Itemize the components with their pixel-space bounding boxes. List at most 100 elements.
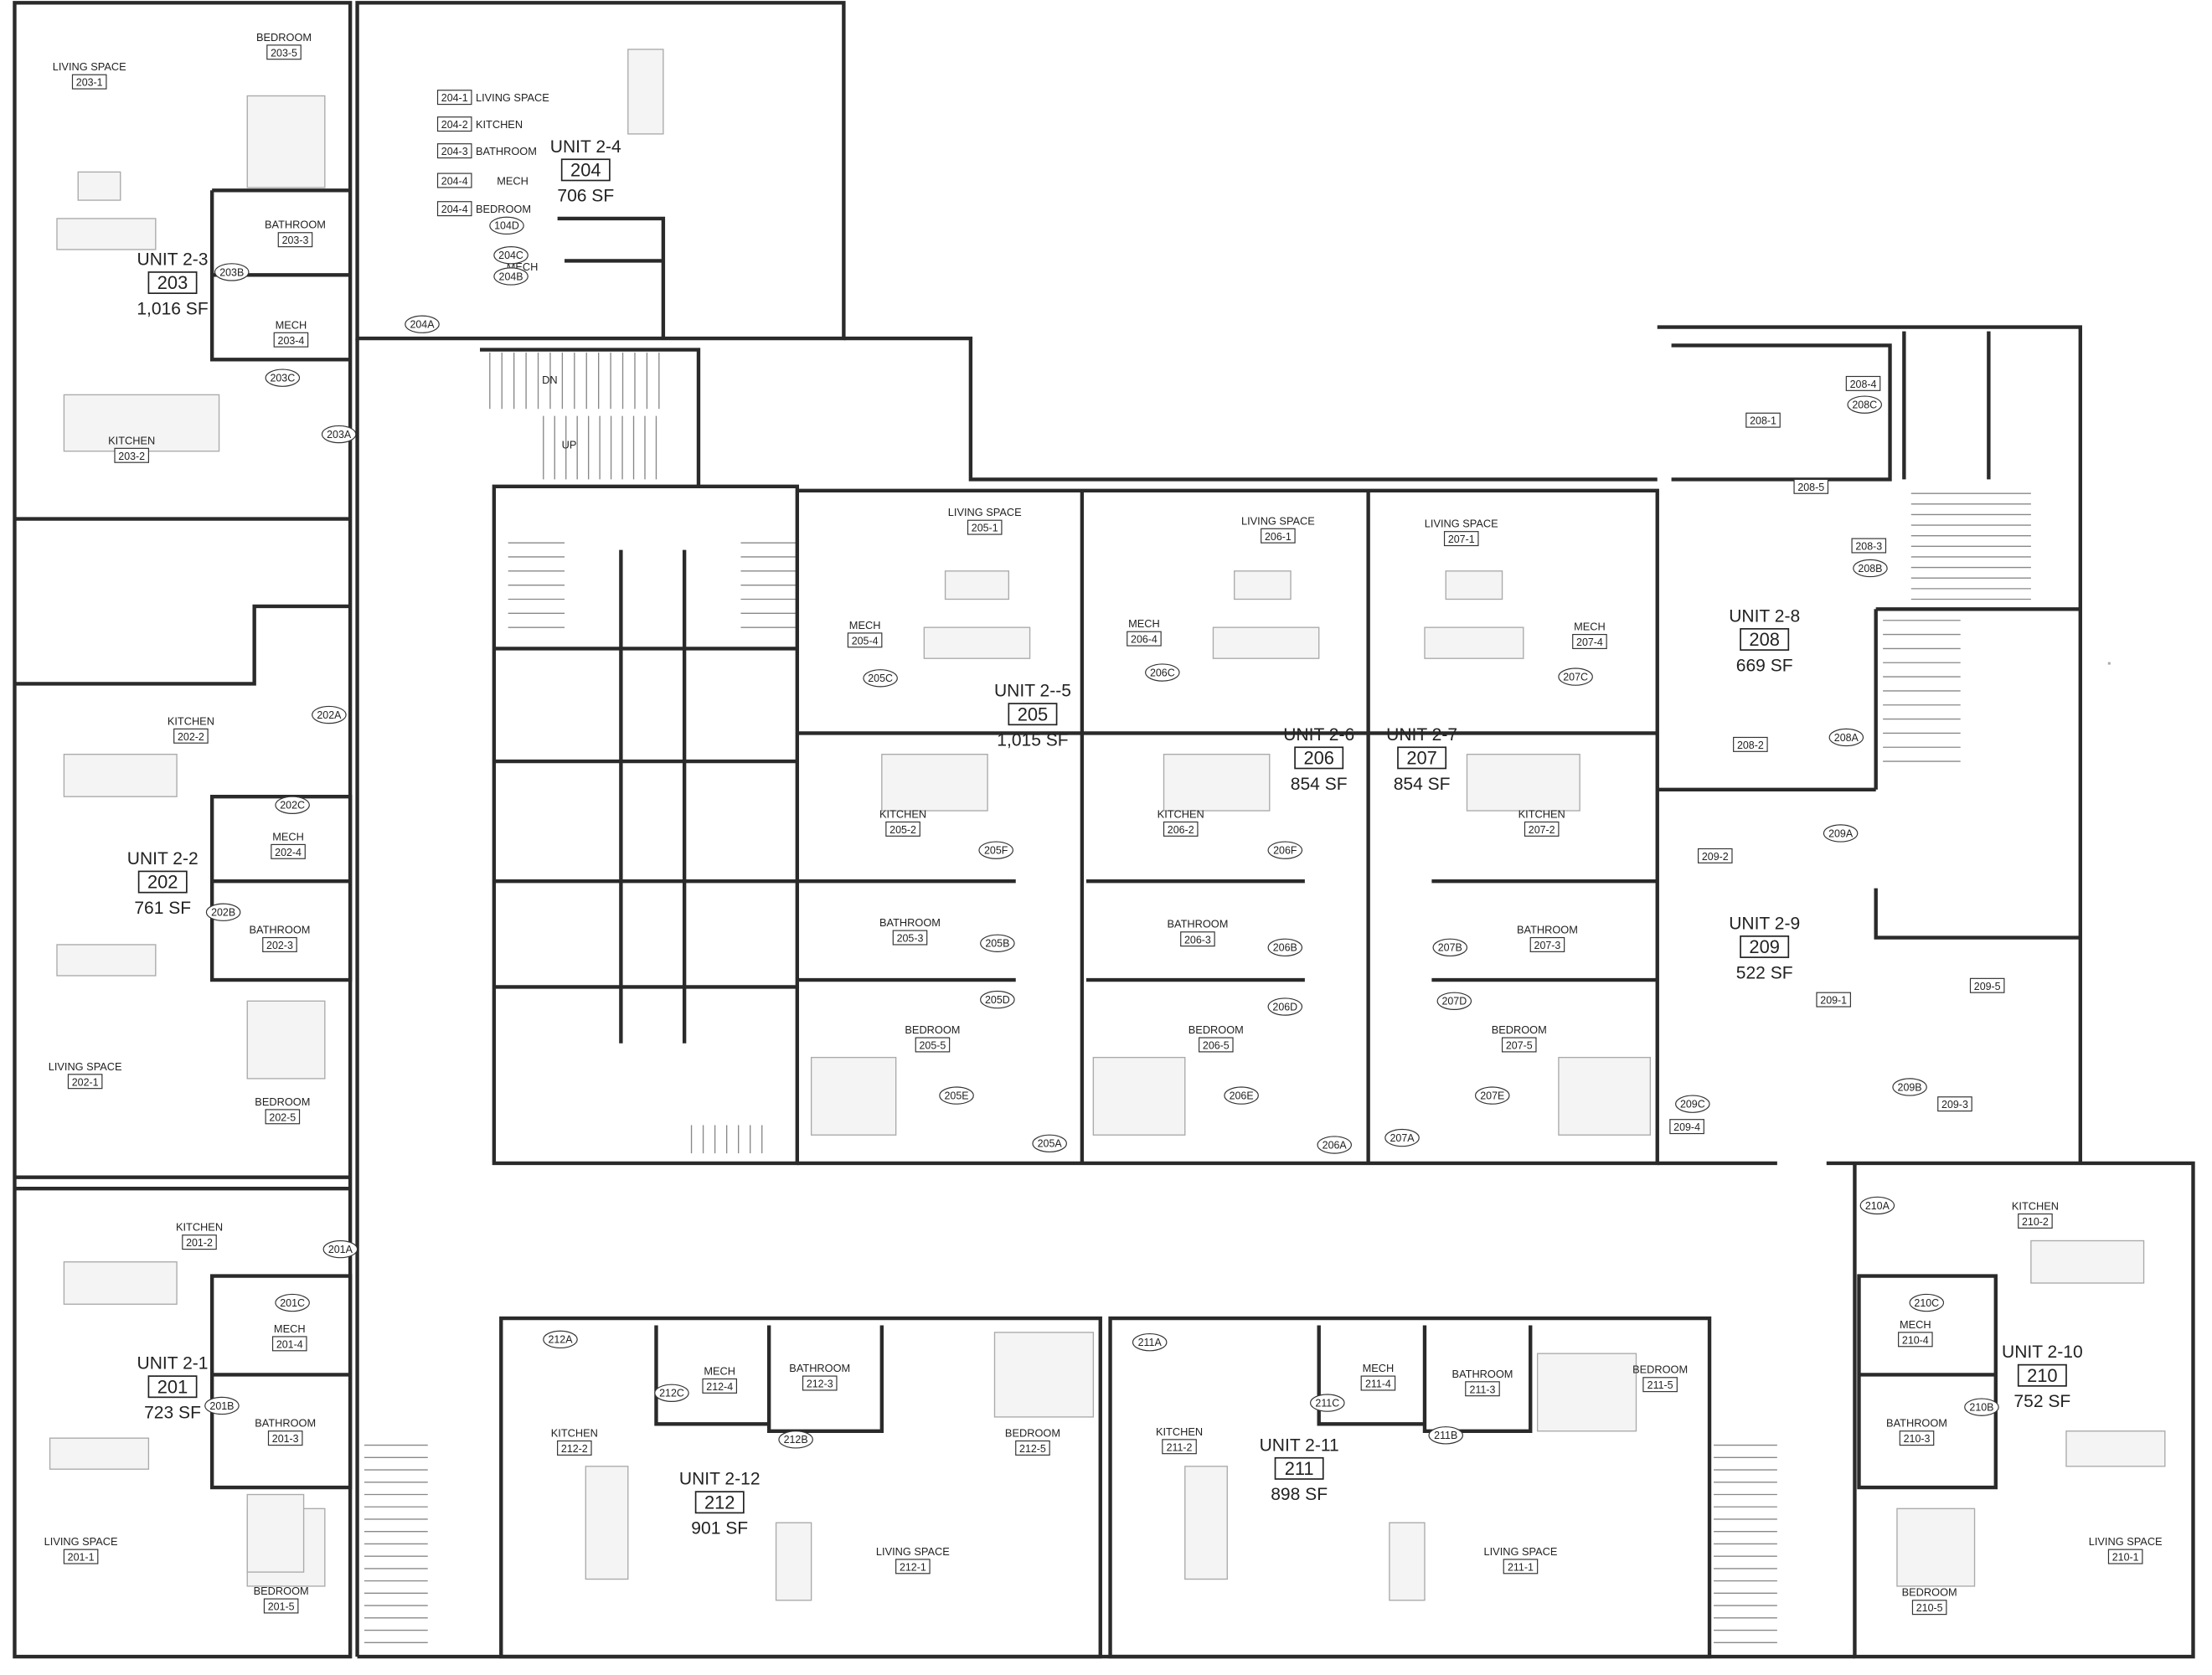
unit-number-box (1274, 1456, 1324, 1480)
unit-name: UNIT 2-4 (550, 137, 621, 157)
room-code-box (1199, 1037, 1234, 1053)
room-code-box (436, 201, 472, 217)
wall (13, 1, 353, 1659)
room-code: 206-4 (1131, 634, 1158, 646)
room-label: 208-4 (1845, 375, 1881, 391)
door-tag: 203A (321, 425, 357, 444)
door-tag-code: 205B (985, 938, 1009, 950)
stair-up-label: UP (562, 438, 577, 451)
unit-name: UNIT 2-7 (1386, 725, 1457, 745)
door-tag-code: 208C (1852, 399, 1877, 411)
room-code: 204-4 (441, 204, 468, 215)
unit-name: UNIT 2-2 (127, 849, 199, 868)
room-name: MECH (1128, 617, 1160, 630)
room-code-box (114, 447, 149, 463)
furniture-piece (1536, 1353, 1637, 1432)
door-tag-code: 201A (328, 1244, 353, 1255)
door-tag: 208B (1853, 559, 1888, 578)
room-code-box (436, 143, 472, 159)
room-code: 209-3 (1941, 1099, 1968, 1111)
room-name: LIVING SPACE (44, 1535, 118, 1548)
door-tag-oval (322, 1240, 358, 1259)
furniture-piece (1212, 626, 1320, 659)
furniture-piece (246, 1493, 305, 1573)
room-code-box (277, 232, 313, 248)
door-tag-oval (493, 246, 529, 265)
door-tag: 206A (1317, 1136, 1353, 1154)
room-name: MECH (1900, 1318, 1931, 1331)
door-tag: 104D (489, 216, 524, 235)
door-tag: 205A (1032, 1134, 1067, 1153)
door-tag-oval (493, 267, 529, 286)
door-tag-oval (980, 934, 1015, 952)
door-tag-oval (654, 1384, 689, 1402)
door-tag: 206D (1267, 997, 1303, 1016)
room-code: 211-3 (1470, 1384, 1496, 1395)
door-tag-oval (1828, 728, 1864, 747)
door-tag-oval (778, 1430, 813, 1449)
door-tag: 207B (1432, 938, 1468, 957)
room-code-box (1851, 538, 1887, 554)
unit-number-box (2017, 1363, 2067, 1387)
room-code-box (1162, 1439, 1197, 1455)
room-code-box (915, 1037, 951, 1053)
door-tag-code: 207E (1480, 1090, 1504, 1101)
unit-number: 201 (157, 1376, 188, 1397)
room-code: 205-3 (897, 933, 924, 945)
furniture-piece (1184, 1466, 1228, 1580)
unit-area: 854 SF (1394, 775, 1451, 794)
door-tag: 212C (654, 1384, 689, 1402)
room-code: 206-5 (1203, 1040, 1230, 1052)
door-tag-oval (1847, 395, 1883, 414)
room-code-box (1845, 375, 1881, 391)
door-tag-oval (1267, 841, 1303, 859)
unit-number: 212 (704, 1492, 735, 1513)
door-tag-oval (1384, 1128, 1420, 1147)
room-code-box (1261, 528, 1296, 544)
furniture-piece (1163, 754, 1271, 812)
door-tag-oval (1032, 1134, 1067, 1153)
room-code: 201-1 (68, 1552, 95, 1564)
unit-area: 901 SF (691, 1519, 748, 1538)
room-name: BEDROOM (905, 1023, 960, 1036)
door-tag: 204A (405, 315, 440, 333)
door-tag-oval (1675, 1095, 1710, 1113)
unit-number: 206 (1303, 747, 1333, 768)
door-tag-oval (980, 990, 1015, 1009)
room-code: 205-1 (972, 523, 998, 534)
room-code-box (1697, 848, 1733, 863)
furniture-layer (49, 49, 2166, 1643)
door-tag: 206B (1267, 938, 1303, 957)
door-tag-code: 208A (1834, 732, 1859, 744)
room-code: 211-2 (1167, 1441, 1193, 1453)
room-label: MECH 206-4 (1127, 617, 1162, 647)
room-name: BEDROOM (1492, 1023, 1547, 1036)
room-code-box (1898, 1332, 1933, 1348)
furniture-piece (246, 1000, 326, 1080)
furniture-piece (63, 754, 178, 797)
room-code: 211-5 (1647, 1379, 1673, 1391)
room-code: 206-1 (1265, 531, 1292, 543)
door-tag-oval (1558, 667, 1593, 686)
room-code-box (895, 1559, 931, 1574)
wall (209, 1274, 353, 1490)
unit-number: 202 (147, 872, 178, 893)
furniture-piece (2107, 662, 2111, 665)
door-tag-oval (205, 903, 241, 921)
room-name: LIVING SPACE (53, 60, 126, 73)
